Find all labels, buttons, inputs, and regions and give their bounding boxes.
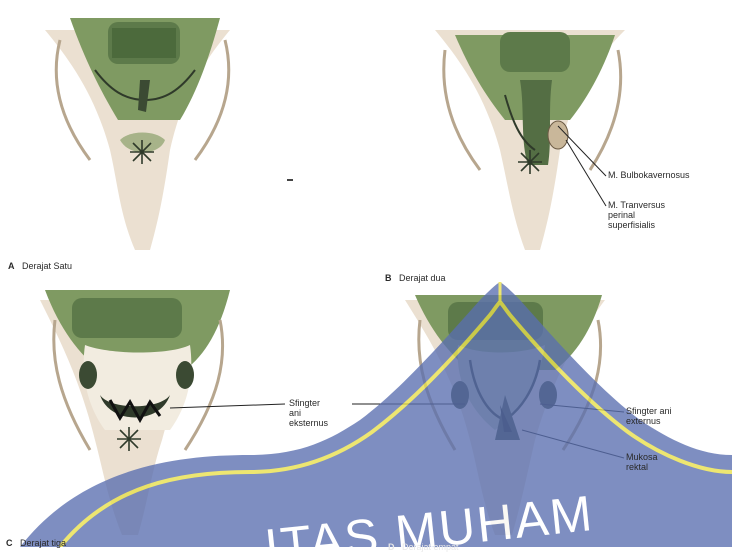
caption-b-letter: B	[385, 273, 392, 283]
caption-b: B Derajat dua	[385, 263, 446, 283]
caption-d: D Derajat empat	[388, 532, 459, 552]
anus-star	[117, 427, 141, 451]
label-mukosa: Mukosa rektal	[626, 452, 658, 472]
leader-sfingter-c	[170, 404, 285, 408]
caption-d-text: Derajat empat	[402, 542, 459, 552]
anus-star	[130, 140, 154, 164]
label-transversus: M. Tranversus perinal superfisialis	[608, 200, 665, 230]
label-bulbocavernosus: M. Bulbokavernosus	[608, 170, 690, 180]
caption-d-letter: D	[388, 542, 395, 552]
caption-a-letter: A	[8, 261, 15, 271]
caption-b-text: Derajat dua	[399, 273, 446, 283]
leader-bulbocavernosus	[558, 126, 606, 176]
caption-c: C Derajat tiga	[6, 528, 66, 548]
label-sfingter-c: Sfingter ani eksternus	[289, 398, 328, 428]
caption-a-text: Derajat Satu	[22, 261, 72, 271]
caption-a: A Derajat Satu	[8, 251, 72, 271]
label-sfingter-d: Sfingter ani externus	[626, 406, 672, 426]
panel-a-illustration	[45, 18, 230, 250]
anus-star	[518, 150, 542, 174]
leader-transversus	[566, 140, 606, 206]
panel-b-illustration	[435, 30, 625, 250]
stray-mark	[287, 179, 293, 181]
